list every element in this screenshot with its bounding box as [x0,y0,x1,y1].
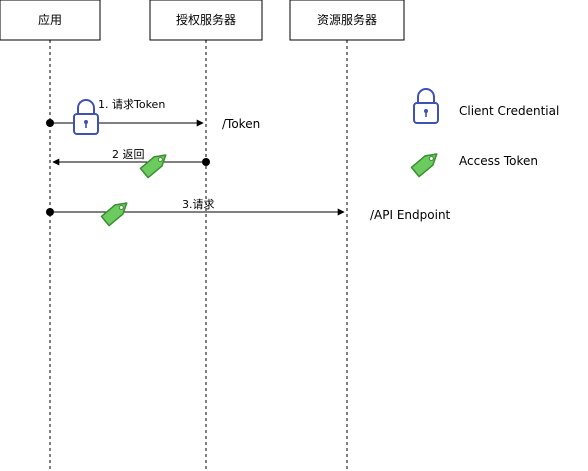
message-2-label: 2 返回 [112,148,145,161]
legend-access-token-label: Access Token [459,154,538,168]
participant-app[interactable]: 应用 [0,0,101,41]
legend-client-credential-label: Client Credential [459,104,559,118]
legend-item-access-token: Access Token [410,148,538,178]
participant-resource-server-label: 资源服务器 [317,12,377,27]
message-1[interactable]: 1. 请求Token /Token [46,98,260,135]
participant-resource-server[interactable]: 资源服务器 [289,0,405,41]
legend-item-client-credential: Client Credential [413,88,559,124]
message-3[interactable]: 3.请求 /API Endpoint [46,197,451,227]
participant-auth-server-label: 授权服务器 [176,12,236,27]
tag-icon [410,148,442,178]
message-3-endpoint: /API Endpoint [370,208,451,222]
message-3-label: 3.请求 [182,198,215,211]
participant-app-label: 应用 [38,12,62,27]
message-1-label: 1. 请求Token [98,98,165,111]
lock-icon [413,88,439,124]
tag-icon [139,149,171,179]
message-2[interactable]: 2 返回 [52,148,210,179]
participant-auth-server[interactable]: 授权服务器 [149,0,263,41]
legend: Client Credential Access Token [410,88,559,178]
lifelines [49,40,348,471]
lock-icon [73,99,99,135]
message-1-endpoint: /Token [222,117,260,131]
